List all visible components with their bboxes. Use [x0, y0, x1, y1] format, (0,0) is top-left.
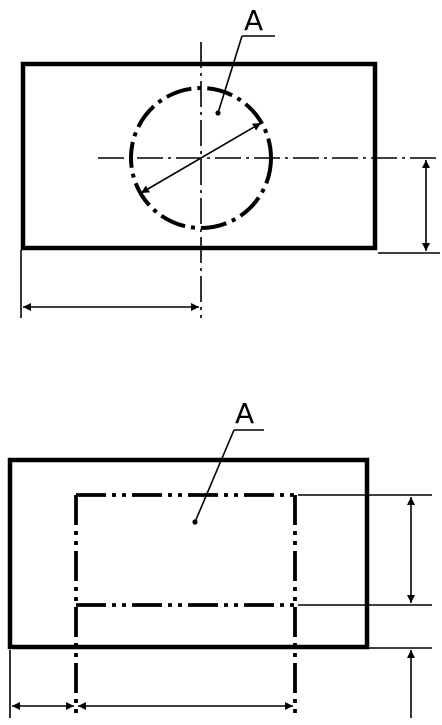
top-chain-circle	[129, 86, 273, 230]
top-figure: A	[20, 4, 440, 318]
bottom-outline-rectangle	[7, 457, 370, 650]
top-outline-rectangle	[20, 61, 378, 251]
bottom-label-a: A	[235, 397, 254, 430]
bottom-figure: A	[7, 397, 432, 718]
bottom-leader-line	[194, 429, 235, 523]
top-label-a: A	[244, 4, 263, 37]
top-leader-line	[217, 35, 243, 114]
top-diameter-dimension-line	[140, 122, 262, 194]
